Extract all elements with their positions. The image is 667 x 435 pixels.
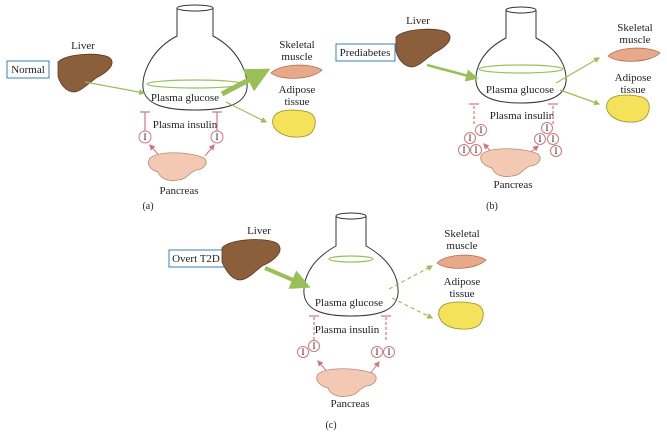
adipose-tissue-label: Adipose [279,84,316,96]
insulin-marker: I [216,132,219,142]
panel-caption: (c) [325,420,336,431]
insulin-marker: I [388,347,391,357]
skeletal-muscle-icon [607,47,661,62]
plasma-insulin-label: Plasma insulin [490,110,555,122]
pancreas-icon [148,152,207,181]
liver-glucose-arrow [84,81,146,96]
insulin-marker: I [480,125,483,135]
insulin-marker: I [144,132,147,142]
muscle-uptake-arrow [555,57,601,84]
skeletal-muscle-label: Skeletal [617,22,652,34]
pancreas-icon [316,368,377,397]
pancreas-label: Pancreas [330,398,369,410]
insulin-marker: I [552,134,555,144]
skeletal-muscle-icon [270,64,323,79]
insulin-marker: I [475,145,478,155]
insulin-marker: I [546,123,549,133]
muscle-uptake-arrow [388,265,434,290]
plasma-glucose-label: Plasma glucose [151,92,219,104]
svg-text:muscle: muscle [619,34,650,46]
svg-text:muscle: muscle [446,240,477,252]
insulin-marker: I [313,341,316,351]
plasma-insulin-label: Plasma insulin [315,324,380,336]
insulin-marker: I [555,146,558,156]
svg-text:tissue: tissue [449,288,474,300]
insulin-marker: I [376,347,379,357]
adipose-uptake-arrow [559,89,601,106]
adipose-tissue-icon [606,94,650,123]
state-label-box [335,43,396,62]
pancreas-label: Pancreas [159,185,198,197]
adipose-uptake-arrow [225,101,268,123]
insulin-marker: I [302,347,305,357]
liver-label: Liver [71,40,95,52]
panel-normal: Normal Liver Plasma glucose Plasma insul… [6,4,323,212]
skeletal-muscle-icon [436,254,487,269]
liver-icon [395,28,451,68]
plasma-glucose-label: Plasma glucose [486,84,554,96]
panel-overt-t2d: Overt T2D Liver Plasma glucose Plasma in… [168,212,487,431]
liver-label: Liver [406,15,430,27]
plasma-glucose-label: Plasma glucose [315,297,383,309]
skeletal-muscle-label: Skeletal [279,39,314,51]
plasma-insulin-label: Plasma insulin [153,119,218,131]
svg-text:muscle: muscle [281,51,312,63]
adipose-uptake-arrow [391,297,434,319]
state-label-box [6,60,50,79]
state-label: Prediabetes [340,47,391,59]
liver-glucose-arrow [264,266,311,289]
skeletal-muscle-label: Skeletal [444,228,479,240]
adipose-tissue-label: Adipose [444,276,481,288]
panel-caption: (b) [486,201,498,212]
adipose-tissue-icon [438,301,484,330]
panel-prediabetes: Prediabetes Liver Plasma glucose Plasma … [335,6,661,212]
svg-text:tissue: tissue [284,96,309,108]
svg-text:tissue: tissue [620,84,645,96]
state-label: Normal [11,64,45,76]
liver-icon [221,239,281,281]
muscle-uptake-arrow [220,68,271,97]
liver-label: Liver [247,225,271,237]
state-label: Overt T2D [172,253,220,265]
adipose-tissue-label: Adipose [615,72,652,84]
insulin-marker: I [463,145,466,155]
pancreas-icon [480,148,541,177]
pancreas-label: Pancreas [493,179,532,191]
insulin-marker: I [469,133,472,143]
insulin-marker: I [539,134,542,144]
flask-icon [475,10,567,104]
liver-icon [57,53,113,93]
adipose-tissue-icon [272,109,316,138]
liver-glucose-arrow [426,63,479,82]
panel-caption: (a) [142,201,153,212]
